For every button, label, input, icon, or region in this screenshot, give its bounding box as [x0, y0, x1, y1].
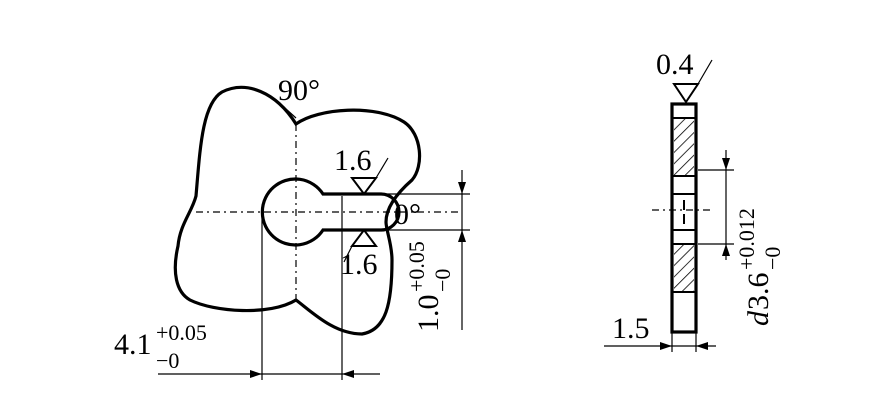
arrow-thickness-left — [660, 342, 672, 350]
svg-text:−0: −0 — [760, 247, 785, 270]
slot-width-dimension-label: 1.0 +0.05 −0 — [404, 241, 455, 332]
svg-text:3.6: 3.6 — [742, 273, 775, 311]
section-outline — [670, 102, 698, 334]
part-outline — [173, 85, 422, 336]
roughness-symbol-side — [672, 59, 713, 104]
svg-text:+0.05: +0.05 — [404, 241, 429, 292]
arrow-slot-depth-right — [342, 370, 354, 378]
angle-0-label: 0° — [394, 198, 421, 231]
arrow-slot-width-bottom — [458, 230, 466, 242]
roughness-bottom-label: 1.6 — [340, 248, 378, 281]
bore-dimension-label: d 3.6 +0.012 −0 — [734, 208, 785, 326]
svg-text:+0.012: +0.012 — [734, 208, 759, 270]
arrow-bore-bottom — [722, 244, 730, 256]
roughness-side-label: 0.4 — [656, 48, 694, 81]
roughness-symbol-bottom — [343, 228, 378, 263]
svg-text:1.0: 1.0 — [412, 295, 445, 333]
keyhole-cutout — [260, 177, 401, 247]
hatch-lower — [674, 244, 694, 292]
angle-90-label: 90° — [278, 74, 320, 107]
section-view: 0.4 d 3.6 +0.012 −0 1.5 — [604, 48, 785, 352]
arrow-thickness-right — [696, 342, 708, 350]
hatch-upper — [674, 118, 694, 176]
front-view: 90° 1.6 1.6 0° 1.0 +0.05 −0 4.1 +0.05 −0 — [114, 74, 470, 380]
svg-text:d: d — [742, 310, 775, 326]
svg-text:−0: −0 — [156, 348, 179, 373]
thickness-label: 1.5 — [612, 312, 650, 345]
slot-depth-dimension-label: 4.1 +0.05 −0 — [114, 320, 207, 373]
roughness-symbol-top — [350, 157, 389, 196]
svg-text:4.1: 4.1 — [114, 328, 152, 361]
roughness-top-label: 1.6 — [334, 144, 372, 177]
svg-text:+0.05: +0.05 — [156, 320, 207, 345]
svg-text:−0: −0 — [430, 269, 455, 292]
arrow-slot-width-top — [458, 182, 466, 194]
angle-leader — [275, 99, 297, 119]
arrow-bore-top — [722, 158, 730, 170]
arrow-slot-depth-left — [250, 370, 262, 378]
